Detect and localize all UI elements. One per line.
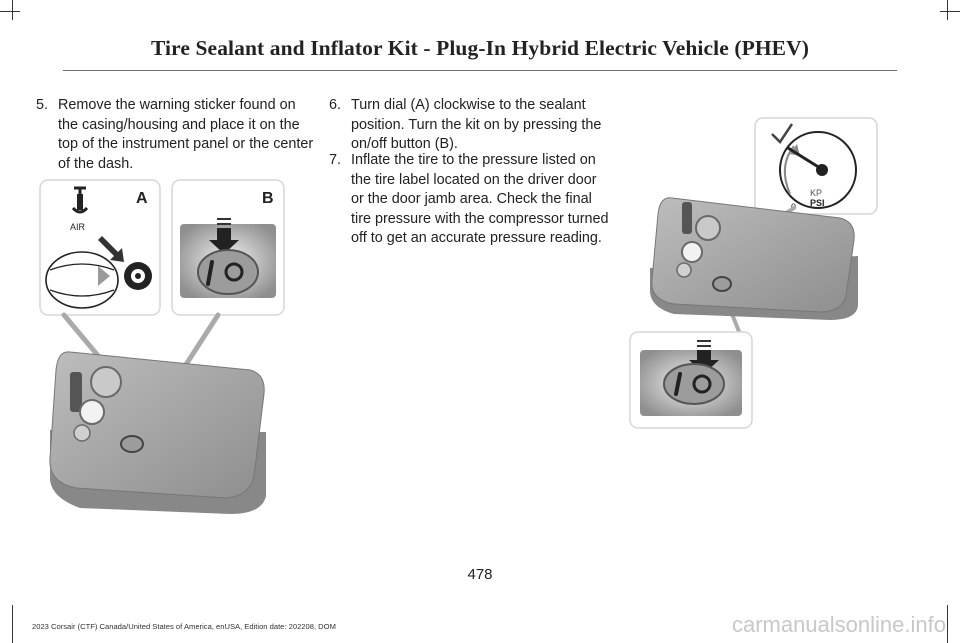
inflator-kit-figure-dial-and-button: A AIR B (39, 179, 285, 514)
crop-mark-bottom-left (12, 605, 13, 643)
pressure-gauge-small (79, 399, 105, 425)
callout-b-label: B (262, 190, 274, 207)
step-number: 7. (329, 152, 342, 168)
step-number: 5. (36, 97, 49, 113)
dial-a (45, 251, 119, 309)
footer-edition-info: 2023 Corsair (CTF) Canada/United States … (32, 622, 336, 631)
down-arrow-icon (689, 340, 719, 374)
title-divider (63, 70, 897, 71)
step-text: Turn dial (A) clockwise to the sealant p… (351, 97, 602, 153)
air-pump-icon (71, 186, 89, 214)
crop-mark-top-right-v (947, 0, 948, 20)
crop-mark-top-left-h (0, 11, 20, 12)
gauge-detail-panel: KP PSI 0 (754, 117, 878, 215)
page-title: Tire Sealant and Inflator Kit - Plug-In … (151, 36, 809, 60)
step-number: 6. (329, 97, 342, 113)
arrow-icon (98, 236, 124, 262)
gauge-unit-kpa: KP (810, 188, 822, 198)
detail-panel-button: B (171, 179, 285, 316)
step-text: Remove the warning sticker found on the … (58, 97, 314, 172)
crop-mark-top-left-v (12, 0, 13, 20)
down-arrow-icon (209, 218, 239, 254)
check-mark-icon (771, 123, 794, 144)
watermark: carmanualsonline.info (731, 612, 946, 637)
crop-mark-bottom-right (947, 605, 948, 643)
inflator-device (650, 197, 858, 320)
page-number: 478 (467, 566, 493, 583)
tire-icon (124, 262, 152, 290)
step-text: Inflate the tire to the pressure listed … (351, 152, 609, 247)
air-label: AIR (70, 222, 86, 232)
inflator-device (49, 351, 266, 514)
gauge-needle (786, 146, 822, 170)
detail-panel-dial: A AIR (39, 179, 161, 316)
on-off-button (197, 249, 259, 295)
gauge-unit-psi: PSI (810, 198, 825, 208)
callout-a-label: A (136, 190, 148, 207)
inflator-kit-figure-gauge: KP PSI 0 (629, 117, 878, 429)
crop-mark-top-right-h (940, 11, 960, 12)
button-detail-panel (629, 331, 753, 429)
